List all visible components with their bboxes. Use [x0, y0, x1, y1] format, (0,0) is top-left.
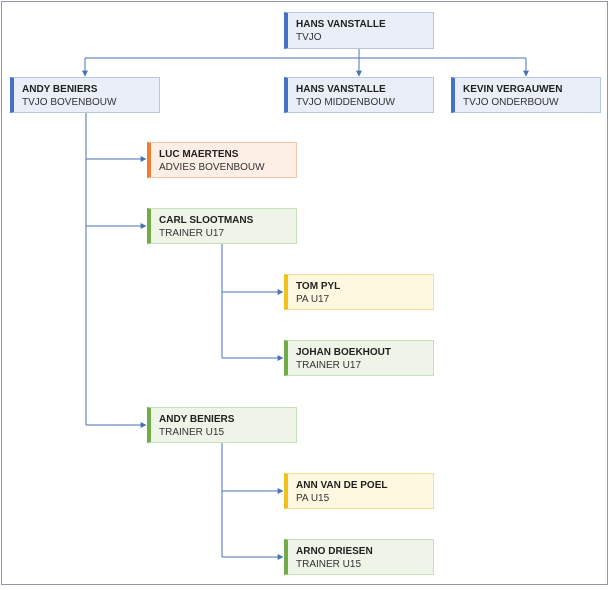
node-name: ANDY BENIERS: [22, 84, 98, 95]
node-role: PA U15: [296, 493, 330, 504]
node-name: HANS VANSTALLE: [296, 84, 386, 95]
node-arno-driesen-trainer-u15[interactable]: ARNO DRIESEN TRAINER U15: [284, 539, 434, 575]
node-carl-slootmans-trainer-u17[interactable]: CARL SLOOTMANS TRAINER U17: [147, 208, 297, 244]
node-johan-boekhout-trainer-u17[interactable]: JOHAN BOEKHOUT TRAINER U17: [284, 340, 434, 376]
node-name: KEVIN VERGAUWEN: [463, 84, 563, 95]
node-name: HANS VANSTALLE: [296, 19, 386, 30]
node-name: ANDY BENIERS: [159, 414, 235, 425]
node-role: TVJO ONDERBOUW: [463, 97, 559, 108]
node-role: TVJO: [296, 32, 322, 43]
node-name: ARNO DRIESEN: [296, 546, 373, 557]
node-kevin-vergauwen-tvjo-onderbouw[interactable]: KEVIN VERGAUWEN TVJO ONDERBOUW: [451, 77, 601, 113]
node-role: TRAINER U17: [296, 360, 362, 371]
node-role: TRAINER U17: [159, 228, 225, 239]
node-name: ANN VAN DE POEL: [296, 480, 388, 491]
node-hans-vanstalle-tvjo[interactable]: HANS VANSTALLE TVJO: [284, 12, 434, 49]
node-andy-beniers-trainer-u15[interactable]: ANDY BENIERS TRAINER U15: [147, 407, 297, 443]
node-name: TOM PYL: [296, 281, 341, 292]
node-ann-van-de-poel-pa-u15[interactable]: ANN VAN DE POEL PA U15: [284, 473, 434, 509]
node-tom-pyl-pa-u17[interactable]: TOM PYL PA U17: [284, 274, 434, 310]
node-role: PA U17: [296, 294, 330, 305]
node-name: CARL SLOOTMANS: [159, 215, 254, 226]
node-hans-vanstalle-tvjo-middenbouw[interactable]: HANS VANSTALLE TVJO MIDDENBOUW: [284, 77, 434, 113]
node-name: LUC MAERTENS: [159, 149, 239, 160]
node-name: JOHAN BOEKHOUT: [296, 347, 392, 358]
node-andy-beniers-tvjo-bovenbouw[interactable]: ANDY BENIERS TVJO BOVENBOUW: [10, 77, 160, 113]
node-role: TVJO MIDDENBOUW: [296, 97, 395, 108]
node-role: TVJO BOVENBOUW: [22, 97, 117, 108]
node-role: ADVIES BOVENBOUW: [159, 162, 265, 173]
node-luc-maertens-advies-bovenbouw[interactable]: LUC MAERTENS ADVIES BOVENBOUW: [147, 142, 297, 178]
connector-top-to-level1: [85, 49, 526, 59]
node-role: TRAINER U15: [296, 559, 362, 570]
node-role: TRAINER U15: [159, 427, 225, 438]
